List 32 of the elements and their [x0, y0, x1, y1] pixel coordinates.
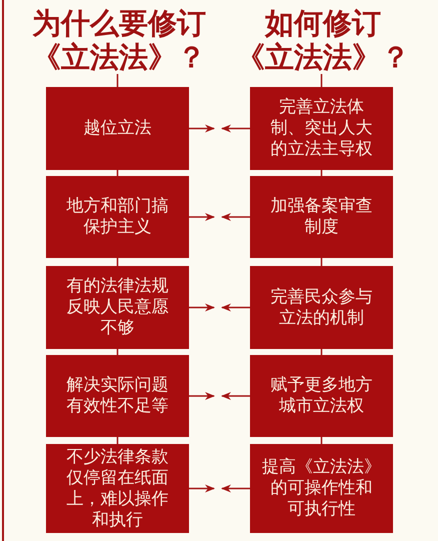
arrow — [221, 392, 250, 400]
connector-line — [116, 437, 118, 444]
text-box: 加强备案审查制度 — [250, 176, 393, 258]
arrow — [189, 124, 215, 132]
connector-line — [116, 349, 118, 355]
connector-line — [320, 349, 322, 355]
connector-line — [116, 258, 118, 266]
connector-line — [116, 74, 118, 87]
arrow — [221, 213, 250, 221]
arrow — [189, 213, 215, 221]
column-heading: 为什么要修订《立法法》？ — [24, 6, 214, 74]
text-box: 提高《立法法》的可操作性和可执行性 — [250, 444, 393, 533]
arrow — [189, 484, 215, 492]
text-box: 不少法律条款仅停留在纸面上，难以操作和执行 — [46, 444, 189, 533]
connector-line — [320, 258, 322, 266]
text-box: 完善民众参与立法的机制 — [250, 266, 393, 349]
arrow — [221, 484, 250, 492]
text-box: 完善立法体制、突出人大的立法主导权 — [250, 87, 393, 170]
connector-line — [320, 74, 322, 87]
connector-line — [116, 170, 118, 176]
text-box: 有的法律法规反映人民意愿不够 — [46, 266, 189, 349]
arrow — [221, 304, 250, 312]
text-box: 地方和部门搞保护主义 — [46, 176, 189, 258]
text-box: 赋予更多地方城市立法权 — [250, 355, 393, 437]
text-box: 越位立法 — [46, 87, 189, 170]
column-heading: 如何修订《立法法》？ — [228, 6, 418, 74]
text-box: 解决实际问题有效性不足等 — [46, 355, 189, 437]
arrow — [189, 392, 215, 400]
arrow — [189, 304, 215, 312]
connector-line — [320, 170, 322, 176]
connector-line — [320, 437, 322, 444]
arrow — [221, 124, 250, 132]
